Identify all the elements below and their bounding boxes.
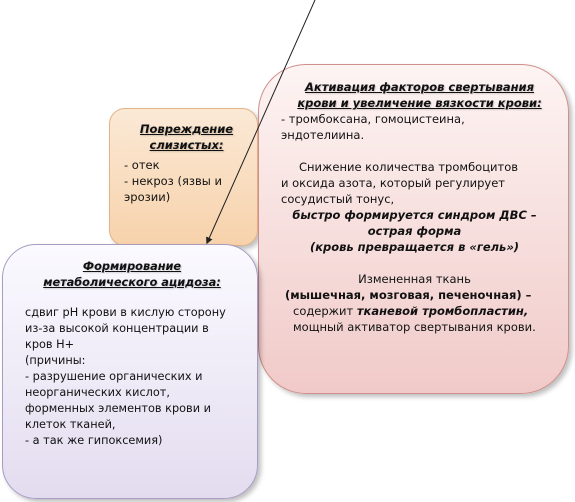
paragraph-line: мощный активатор свертывания крови.	[293, 320, 536, 334]
coagulation-paragraph-3: Измененная ткань (мышечная, мозговая, пе…	[281, 271, 558, 335]
paragraph-line: (мышечная, мозговая, печеночная) –	[285, 288, 532, 302]
acidosis-line: форменных элементов крови и	[25, 402, 211, 415]
coagulation-item: эндотелиина.	[281, 128, 365, 142]
damage-item: - отек	[124, 158, 160, 172]
dic-syndrome-text: быстро формируется синдром ДВС – острая …	[281, 207, 548, 255]
damage-title-line: Повреждение	[139, 122, 234, 136]
acidosis-title-line: метаболического ацидоза:	[43, 276, 221, 289]
paragraph-line: содержит тканевой тромбопластин,	[281, 303, 558, 319]
acidosis-line: сдвиг рН крови в кислую сторону	[25, 306, 226, 319]
acidosis-box: Формирование метаболического ацидоза: сд…	[2, 244, 258, 499]
paragraph-line: Снижение количества тромбоцитов	[299, 160, 519, 174]
damage-item: - некроз (язвы и	[124, 174, 222, 188]
dic-line: быстро формируется синдром ДВС –	[292, 208, 537, 222]
acidosis-line: (причины:	[25, 354, 86, 367]
acidosis-title-line: Формирование	[82, 260, 182, 273]
damage-item: эрозии)	[124, 190, 171, 204]
tissue-thromboplastin: тканевой тромбопластин,	[356, 304, 529, 318]
contains-word: содержит	[293, 304, 354, 318]
damage-box: Повреждение слизистых: - отек - некроз (…	[109, 108, 258, 246]
acidosis-title: Формирование метаболического ацидоза:	[25, 259, 239, 291]
acidosis-line: клеток тканей,	[25, 418, 116, 431]
damage-list: - отек - некроз (язвы и эрозии)	[124, 157, 249, 205]
damage-title: Повреждение слизистых:	[124, 121, 249, 153]
coagulation-title-line: Активация факторов свертывания	[304, 80, 534, 94]
coagulation-paragraph-2: Снижение количества тромбоцитов и оксида…	[281, 159, 558, 207]
paragraph-line: сосудистый тонус,	[281, 192, 395, 206]
acidosis-line: неорганических кислот,	[25, 386, 170, 399]
acidosis-line: - а так же гипоксемия)	[25, 434, 163, 447]
coagulation-list: - тромбоксана, гомоцистеина, эндотелиина…	[281, 111, 558, 143]
paragraph-line: Измененная ткань	[358, 272, 471, 286]
paragraph-line: и оксида азота, который регулирует	[281, 176, 505, 190]
dic-line: (кровь превращается в «гель»)	[309, 240, 520, 254]
acidosis-line: - разрушение органических и	[25, 370, 203, 383]
coagulation-item: - тромбоксана, гомоцистеина,	[281, 112, 465, 126]
dic-line: острая форма	[367, 224, 462, 238]
acidosis-line: кров Н+	[25, 338, 75, 351]
coagulation-title-line: крови и увеличение вязкости крови:	[297, 96, 542, 110]
acidosis-line: из-за высокой концентрации в	[25, 322, 209, 335]
acidosis-text: сдвиг рН крови в кислую сторону из-за вы…	[25, 305, 247, 449]
arrow-line	[206, 0, 316, 245]
coagulation-title: Активация факторов свертывания крови и у…	[281, 79, 558, 111]
damage-title-line: слизистых:	[149, 138, 224, 152]
coagulation-box: Активация факторов свертывания крови и у…	[258, 64, 569, 394]
